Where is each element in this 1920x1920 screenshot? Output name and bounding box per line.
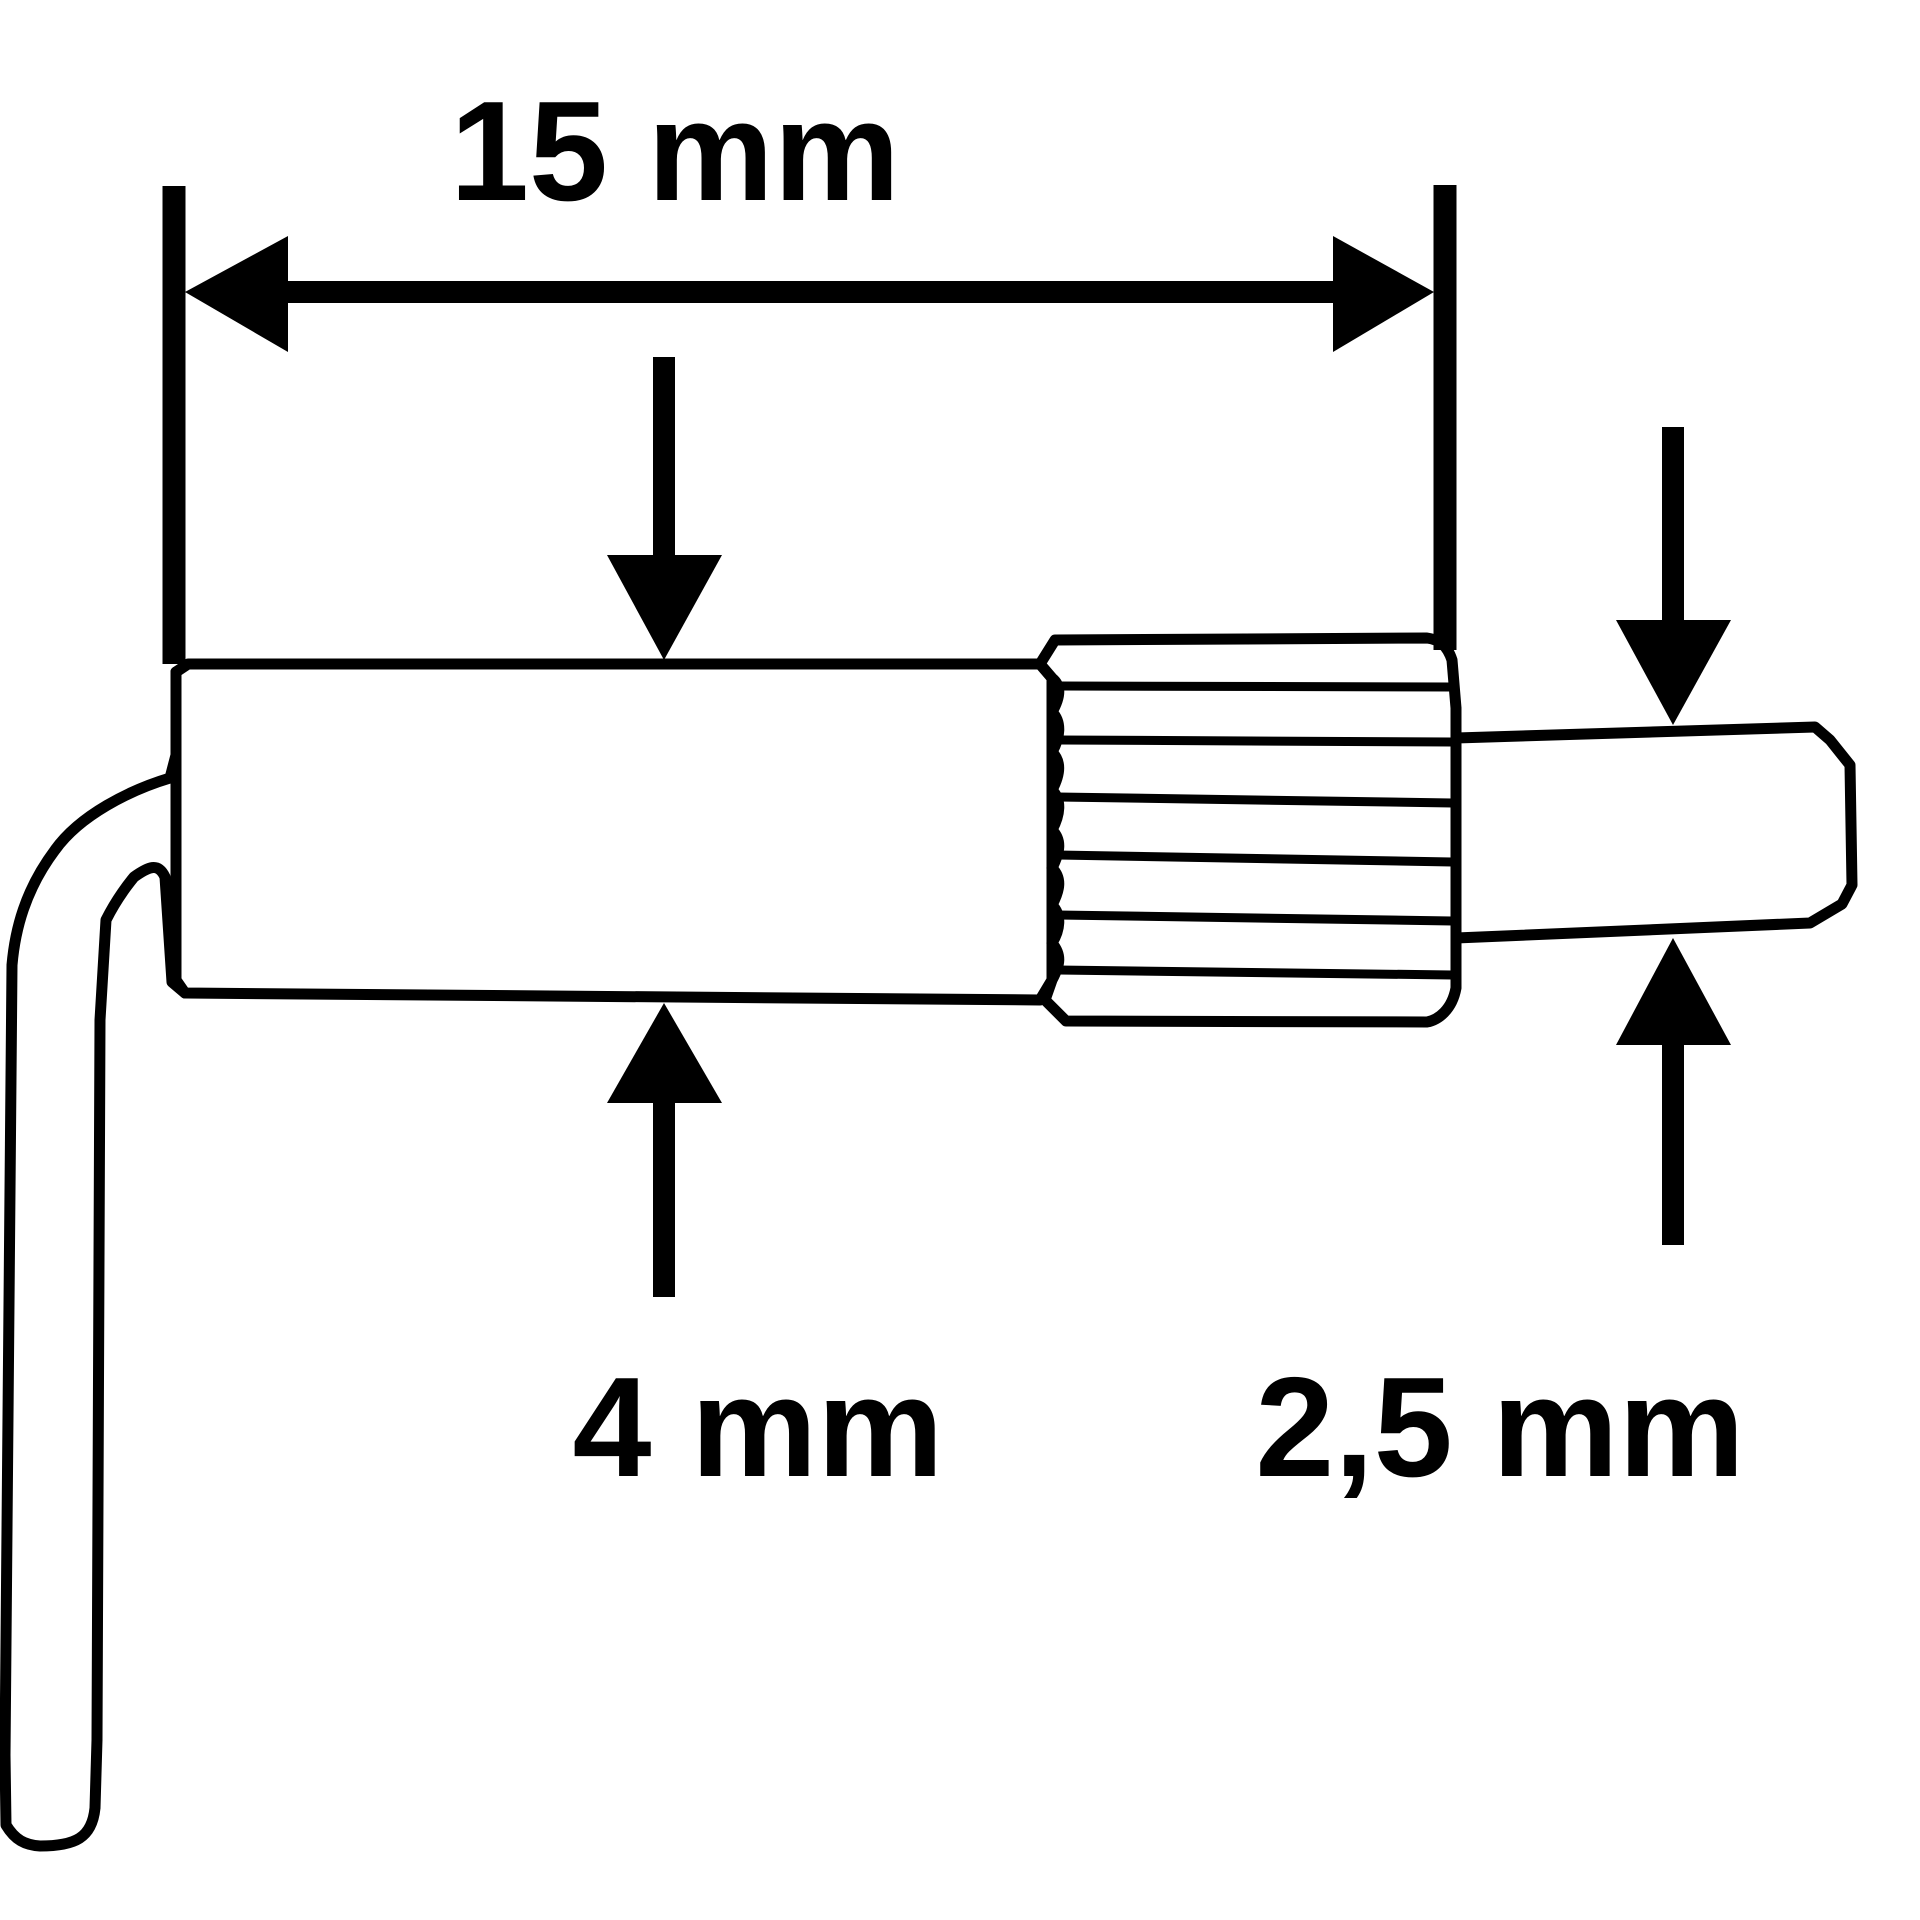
outer-diameter-label: 4 mm	[573, 1348, 944, 1507]
dimension-pin-diameter: 2,5 mm	[1255, 427, 1745, 1507]
length-label: 15 mm	[450, 72, 900, 231]
knurl-line	[1057, 850, 1453, 867]
pin-diameter-label: 2,5 mm	[1255, 1348, 1744, 1507]
arrowhead-down	[1616, 620, 1731, 725]
knurled-ferrule	[1034, 632, 1462, 1028]
arrowhead-right	[1333, 236, 1434, 352]
knurl-lines	[1057, 681, 1453, 980]
knurl-line	[1057, 792, 1453, 808]
arrowhead-up	[1616, 938, 1731, 1045]
knurl-line	[1057, 910, 1453, 926]
arrowhead-left	[185, 236, 288, 352]
bent-wire	[0, 666, 191, 1852]
arrowhead-up	[607, 1003, 722, 1103]
knurl-line	[1057, 681, 1453, 692]
pin	[1450, 721, 1858, 944]
knurl-line	[1057, 735, 1453, 747]
knurl-line	[1057, 965, 1453, 980]
cable-body	[170, 658, 1058, 1006]
dimension-length: 15 mm	[162, 72, 1457, 664]
dimension-outer-diameter: 4 mm	[573, 357, 944, 1507]
arrowhead-down	[607, 555, 722, 660]
